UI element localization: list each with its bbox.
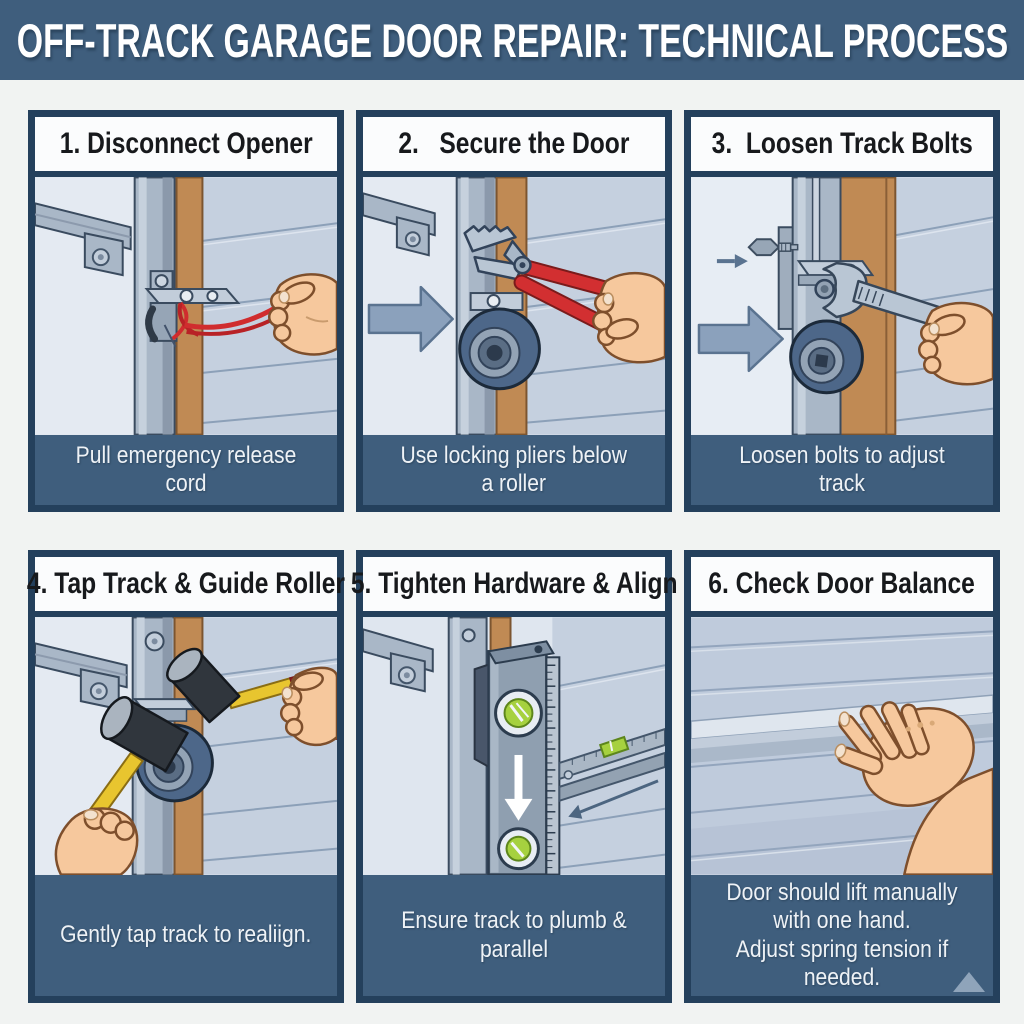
- page-title: OFF-TRACK GARAGE DOOR REPAIR: TECHNICAL …: [16, 13, 1008, 67]
- scene-check-balance: [691, 617, 993, 875]
- bolt-icon: [747, 238, 799, 257]
- release-bracket: [144, 270, 241, 343]
- step-6-caption-bar: Door should lift manually with one hand.…: [691, 875, 993, 997]
- roller-bracket: [469, 292, 524, 311]
- measure-arrow-icon: [568, 779, 659, 819]
- step-1-illustration: [35, 177, 337, 435]
- scene-disconnect-opener: [35, 177, 337, 435]
- step-1-caption-bar: Pull emergency release cord: [35, 435, 337, 505]
- rubber-mallet-lower: [70, 696, 189, 845]
- panel-step-2: 2. Secure the Door: [356, 110, 672, 512]
- hand: [267, 273, 337, 356]
- hand-lower: [54, 807, 139, 875]
- door-roller: [789, 319, 864, 395]
- header-banner: OFF-TRACK GARAGE DOOR REPAIR: TECHNICAL …: [0, 0, 1024, 80]
- step-4-title: 4. Tap Track & Guide Roller: [26, 567, 346, 600]
- right-arrow-icon: [697, 305, 784, 373]
- step-6-caption: Door should lift manually with one hand.…: [726, 879, 958, 991]
- horizontal-track: [35, 202, 132, 277]
- hand: [917, 301, 993, 386]
- step-5-illustration: [363, 617, 665, 875]
- step-5-caption-bar: Ensure track to plumb & parallel: [363, 875, 665, 997]
- right-arrow-icon: [367, 285, 454, 353]
- step-3-caption: Loosen bolts to adjust track: [739, 441, 945, 497]
- level-vial-horizontal: [598, 735, 630, 759]
- step-5-title-bar: 5. Tighten Hardware & Align: [351, 557, 677, 617]
- step-3-caption-bar: Loosen bolts to adjust track: [691, 435, 993, 505]
- horizontal-track: [35, 642, 128, 711]
- panel-step-6: 6. Check Door Balance: [684, 550, 1000, 1004]
- hand-and-arm: [834, 701, 993, 875]
- down-arrow-icon: [504, 754, 533, 821]
- panel-step-5: 5. Tighten Hardware & Align: [351, 550, 677, 1004]
- scene-secure-door: [363, 177, 665, 435]
- panel-step-3: 3. Loosen Track Bolts: [684, 110, 1000, 512]
- door-panels: [184, 177, 337, 435]
- vertical-track: [447, 617, 488, 875]
- step-2-title: 2. Secure the Door: [398, 127, 630, 160]
- step-1-title: 1. Disconnect Opener: [59, 127, 313, 160]
- thumbnail: [834, 743, 847, 759]
- step-1-title-bar: 1. Disconnect Opener: [35, 117, 337, 177]
- step-4-caption: Gently tap track to realiign.: [60, 921, 312, 949]
- step-3-title: 3. Loosen Track Bolts: [711, 127, 973, 160]
- step-6-title-bar: 6. Check Door Balance: [691, 557, 993, 617]
- scene-loosen-track-bolts: [691, 177, 993, 435]
- step-2-title-bar: 2. Secure the Door: [363, 117, 665, 177]
- panel-step-4: 4. Tap Track & Guide Roller: [27, 550, 345, 1004]
- small-arrow-icon: [716, 254, 748, 269]
- hand-upper: [279, 666, 337, 746]
- step-2-caption: Use locking pliers below a roller: [400, 441, 628, 497]
- step-5-caption: Ensure track to plumb & parallel: [401, 907, 627, 963]
- scene-tap-track: [35, 617, 337, 875]
- ruler: [545, 656, 561, 875]
- door-roller: [458, 307, 541, 391]
- step-4-illustration: [35, 617, 337, 875]
- horizontal-track: [363, 628, 434, 693]
- hand: [591, 271, 665, 364]
- steps-grid: 1. Disconnect Opener: [27, 110, 1000, 1004]
- step-3-title-bar: 3. Loosen Track Bolts: [691, 117, 993, 177]
- step-5-title: 5. Tighten Hardware & Align: [350, 567, 678, 600]
- panel-step-1: 1. Disconnect Opener: [28, 110, 344, 512]
- step-6-title: 6. Check Door Balance: [708, 567, 976, 600]
- arm: [903, 767, 993, 875]
- step-3-illustration: [691, 177, 993, 435]
- step-4-caption-bar: Gently tap track to realiign.: [35, 875, 337, 997]
- step-2-illustration: [363, 177, 665, 435]
- fingernail: [838, 711, 851, 727]
- track-bolt: [814, 278, 835, 300]
- step-6-illustration: [691, 617, 993, 875]
- step-1-caption: Pull emergency release cord: [75, 441, 297, 497]
- step-4-title-bar: 4. Tap Track & Guide Roller: [27, 557, 345, 617]
- up-arrow-icon: [953, 972, 985, 993]
- spirit-level: [473, 640, 555, 875]
- horizontal-track: [363, 192, 436, 257]
- step-2-caption-bar: Use locking pliers below a roller: [363, 435, 665, 505]
- finger-middle: [859, 704, 901, 761]
- scene-level-alignment: [363, 617, 665, 875]
- horizontal-level: [558, 728, 665, 803]
